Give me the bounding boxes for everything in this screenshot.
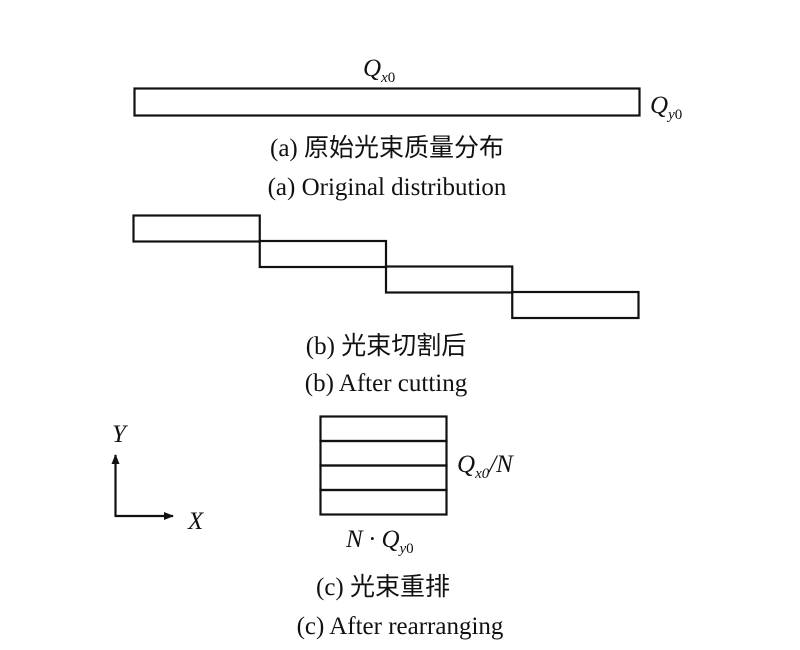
- stacked-segments: [319, 415, 448, 516]
- caption-b-cn: (b) 光束切割后: [306, 332, 466, 360]
- cut-segment: [132, 214, 261, 243]
- caption-a-cn: (a) 原始光束质量分布: [270, 134, 504, 162]
- panel-b: (b) 光束切割后 (b) After cutting: [132, 214, 640, 397]
- label-qx0-over-n: Qx0/N: [457, 451, 514, 482]
- panel-c: Qx0/N N · Qy0 (c) 光束重排 (c) After rearran…: [297, 415, 514, 640]
- cut-segment: [511, 290, 640, 320]
- caption-c-en: (c) After rearranging: [297, 613, 504, 640]
- stacked-segment: [319, 439, 448, 467]
- panel-a: Qx0 Qy0 (a) 原始光束质量分布 (a) Original distri…: [133, 55, 682, 201]
- cut-segment: [384, 265, 514, 294]
- caption-a-en: (a) Original distribution: [268, 174, 507, 201]
- caption-b-en: (b) After cutting: [305, 370, 468, 397]
- label-qx0: Qx0: [363, 55, 395, 86]
- label-n-qy0: N · Qy0: [345, 526, 414, 557]
- stacked-segment: [319, 415, 448, 443]
- stacked-segment: [319, 488, 448, 516]
- caption-c-cn: (c) 光束重排: [316, 573, 450, 601]
- original-beam-rect: [133, 87, 641, 117]
- stacked-segment: [319, 464, 448, 492]
- x-axis-label: X: [187, 508, 205, 535]
- axes-indicator: Y X: [111, 421, 205, 535]
- y-axis-label: Y: [112, 421, 129, 448]
- cut-segments: [132, 214, 640, 320]
- cut-segment: [258, 239, 388, 269]
- label-qy0: Qy0: [650, 92, 682, 123]
